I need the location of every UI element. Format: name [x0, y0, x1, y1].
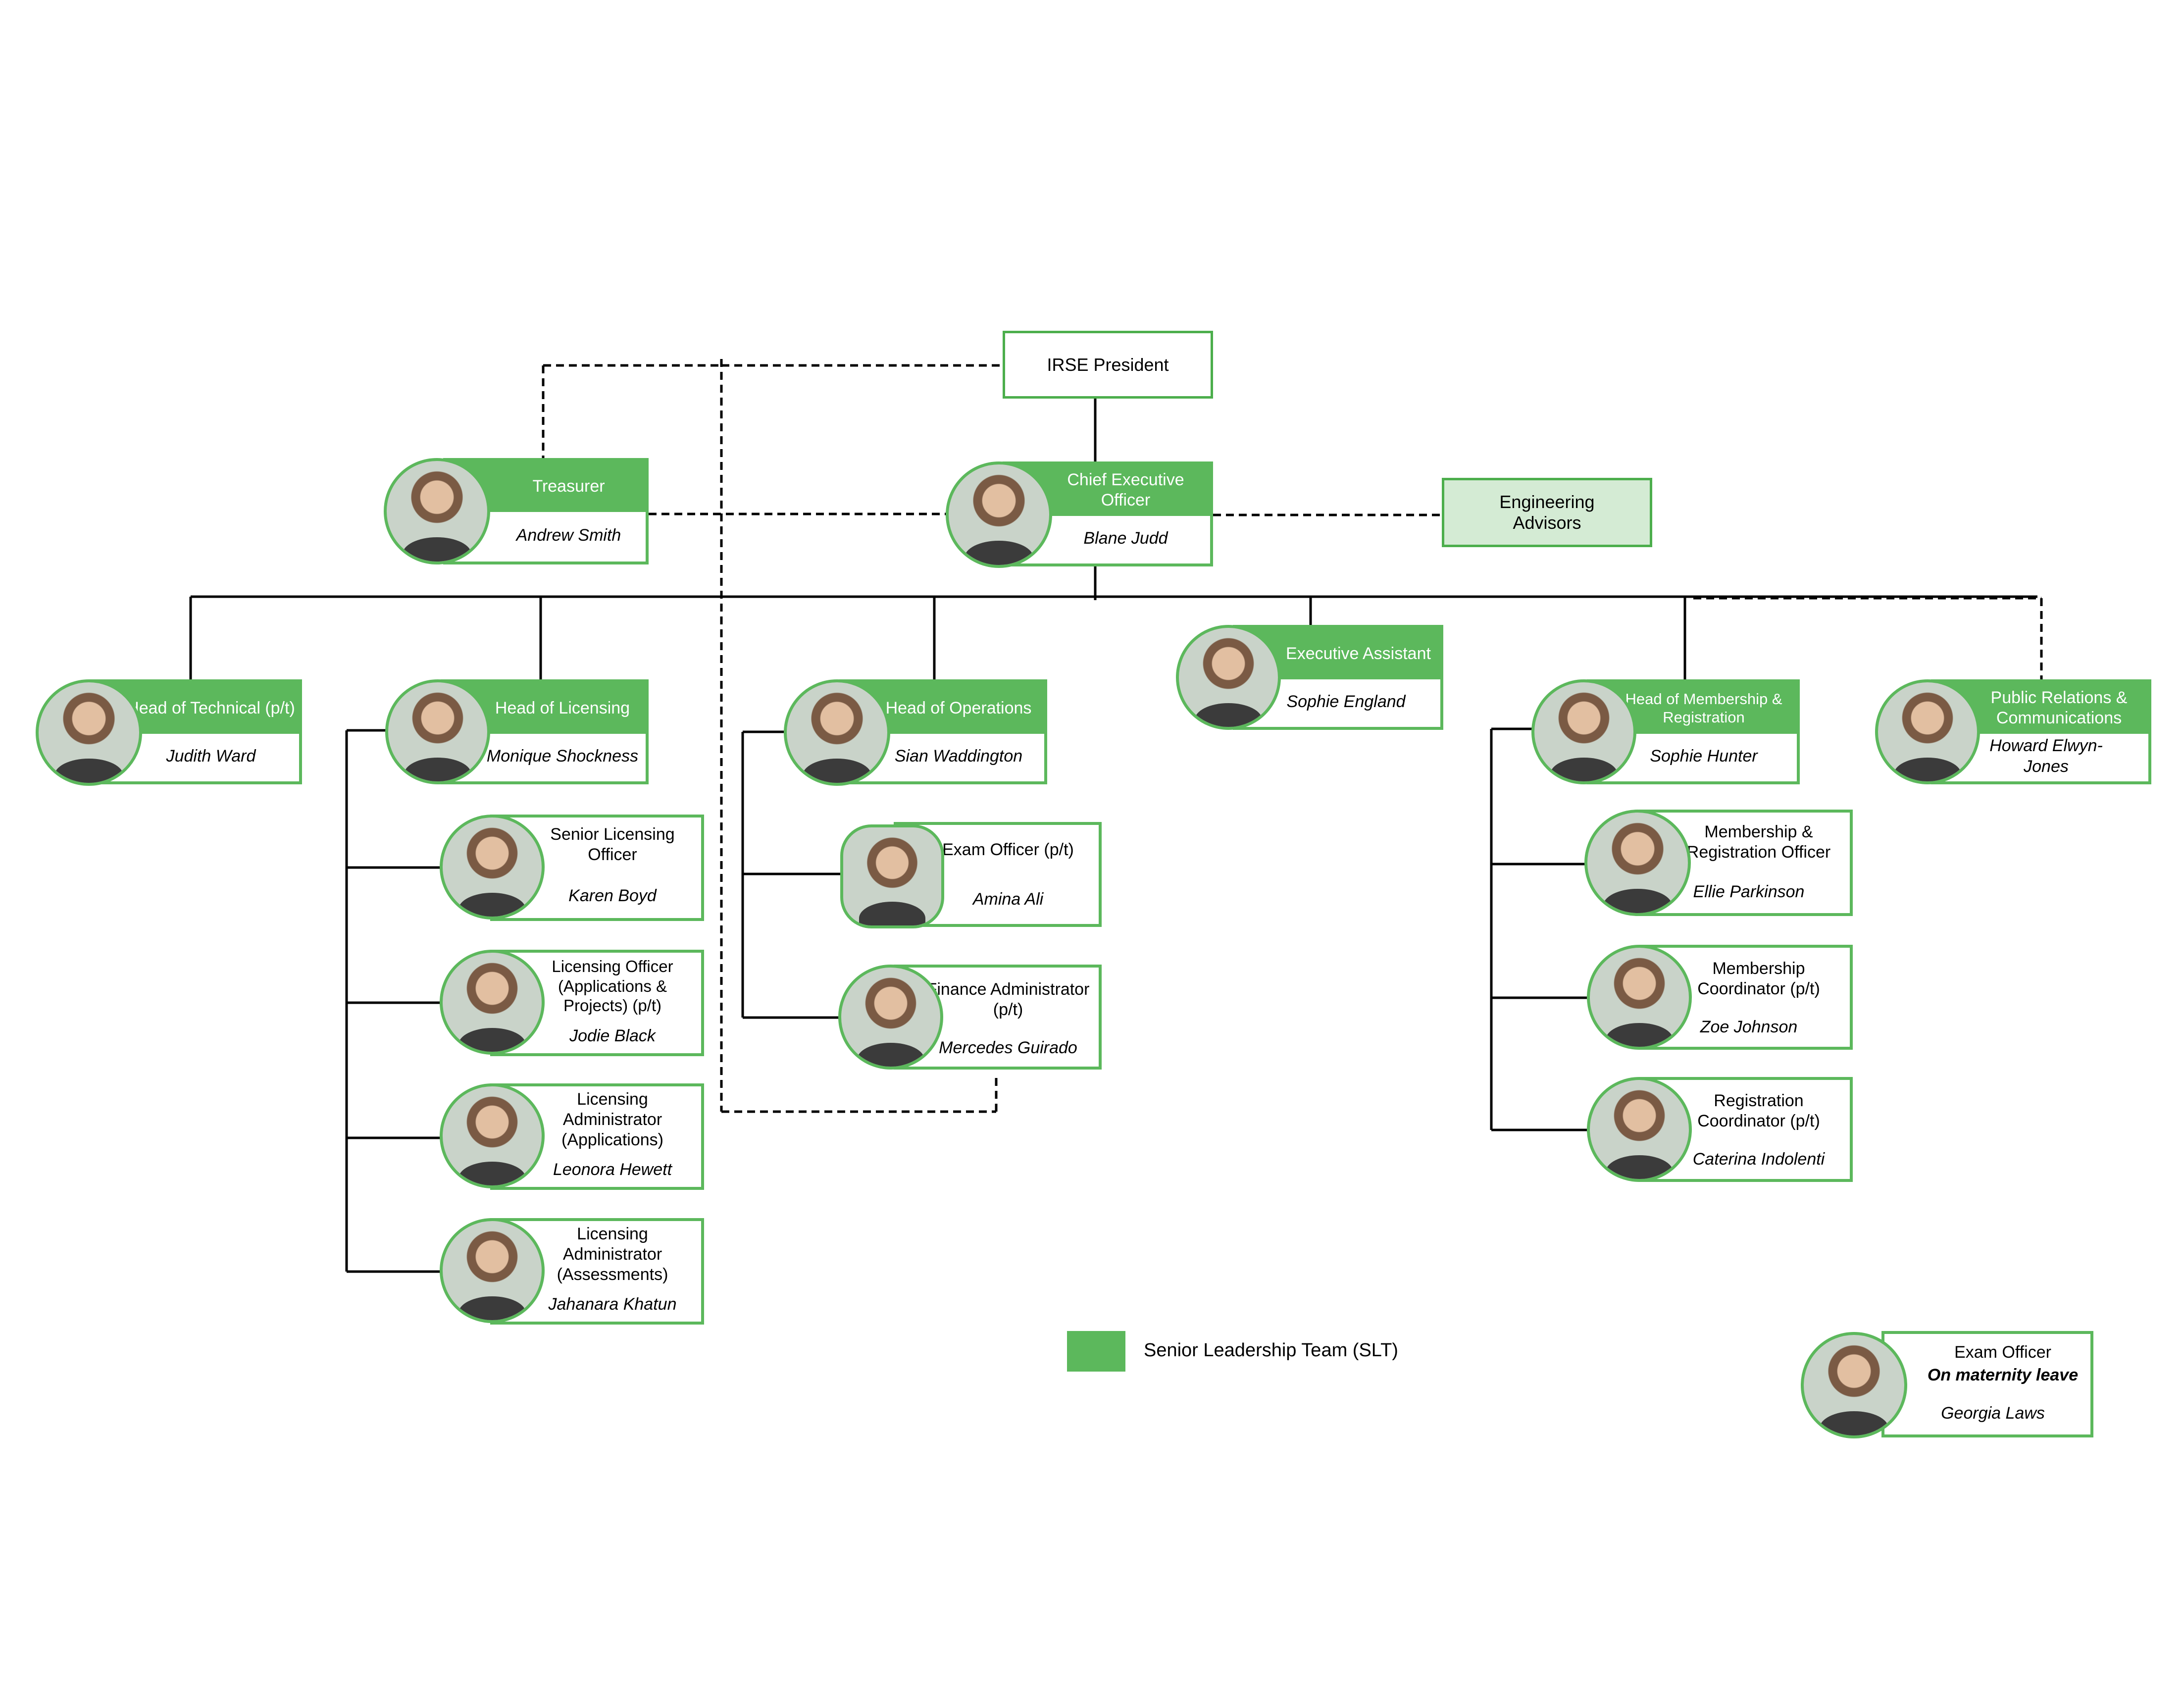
finance-admin-title: Finance Administrator (p/t)	[926, 980, 1090, 1019]
licensing-admin-assess-name: Jahanara Khatun	[548, 1294, 677, 1314]
exec-assistant-name: Sophie England	[1286, 692, 1406, 711]
exam-officer-title: Exam Officer (p/t)	[942, 840, 1074, 859]
legend-slt-label: Senior Leadership Team (SLT)	[1144, 1340, 1398, 1361]
head-licensing-name: Monique Shockness	[486, 746, 639, 766]
head-operations-avatar	[784, 679, 890, 786]
licensing-officer-avatar	[440, 950, 545, 1055]
membership-reg-officer-avatar	[1584, 810, 1691, 916]
exam-officer-avatar	[840, 824, 944, 928]
licensing-admin-apps-name: Leonora Hewett	[553, 1160, 672, 1179]
head-licensing-avatar	[385, 679, 490, 784]
engineering-advisors-label: Engineering Advisors	[1499, 492, 1595, 533]
licensing-officer-title: Licensing Officer (Applications & Projec…	[552, 957, 673, 1015]
registration-coord-name: Caterina Indolenti	[1692, 1149, 1825, 1169]
head-membership-title: Head of Membership & Registration	[1590, 682, 1797, 734]
finance-admin-avatar	[838, 965, 943, 1070]
membership-reg-officer-name: Ellie Parkinson	[1693, 882, 1805, 902]
exam-officer-leave-status: On maternity leave	[1927, 1365, 2079, 1384]
node-exam-officer-on-leave: Exam Officer On maternity leave Georgia …	[1881, 1331, 2093, 1437]
engineering-advisors-box: Engineering Advisors	[1442, 478, 1652, 547]
senior-licensing-name: Karen Boyd	[568, 886, 657, 905]
membership-reg-officer-title: Membership & Registration Officer	[1686, 822, 1831, 862]
head-technical-name: Judith Ward	[166, 746, 256, 766]
head-membership-name: Sophie Hunter	[1650, 746, 1758, 766]
head-operations-name: Sian Waddington	[894, 746, 1023, 766]
senior-licensing-title: Senior Licensing Officer	[550, 825, 675, 864]
licensing-admin-assess-title: Licensing Administrator (Assessments)	[557, 1225, 668, 1284]
registration-coord-title: Registration Coordinator (p/t)	[1697, 1091, 1820, 1130]
head-technical-avatar	[36, 679, 142, 786]
pr-comms-name: Howard Elwyn-Jones	[1989, 736, 2103, 776]
exam-officer-leave-name: Georgia Laws	[1941, 1404, 2045, 1423]
membership-coord-name: Zoe Johnson	[1700, 1017, 1798, 1036]
licensing-admin-assess-avatar	[440, 1218, 545, 1323]
pr-comms-avatar	[1875, 679, 1980, 784]
president-label: IRSE President	[1047, 354, 1169, 375]
treasurer-avatar	[384, 458, 490, 564]
exec-assistant-avatar	[1176, 625, 1281, 730]
finance-admin-name: Mercedes Guirado	[939, 1038, 1077, 1058]
head-membership-avatar	[1531, 679, 1636, 784]
ceo-avatar	[946, 461, 1052, 568]
legend-slt-swatch	[1067, 1331, 1125, 1372]
exam-officer-leave-avatar	[1801, 1332, 1907, 1438]
membership-coord-title: Membership Coordinator (p/t)	[1697, 959, 1820, 998]
membership-coord-avatar	[1587, 945, 1692, 1050]
senior-licensing-avatar	[440, 815, 545, 920]
licensing-admin-apps-title: Licensing Administrator (Applications)	[561, 1090, 663, 1149]
registration-coord-avatar	[1587, 1077, 1692, 1182]
licensing-admin-apps-avatar	[440, 1083, 545, 1188]
exam-officer-name: Amina Ali	[972, 889, 1044, 909]
ceo-name: Blane Judd	[1083, 528, 1168, 548]
treasurer-name: Andrew Smith	[516, 525, 621, 545]
node-pr-communications: Public Relations & Communications Howard…	[1931, 679, 2151, 784]
irse-president-box: IRSE President	[1003, 331, 1213, 399]
exam-officer-leave-title: Exam Officer	[1954, 1342, 2051, 1362]
licensing-officer-name: Jodie Black	[569, 1026, 656, 1045]
